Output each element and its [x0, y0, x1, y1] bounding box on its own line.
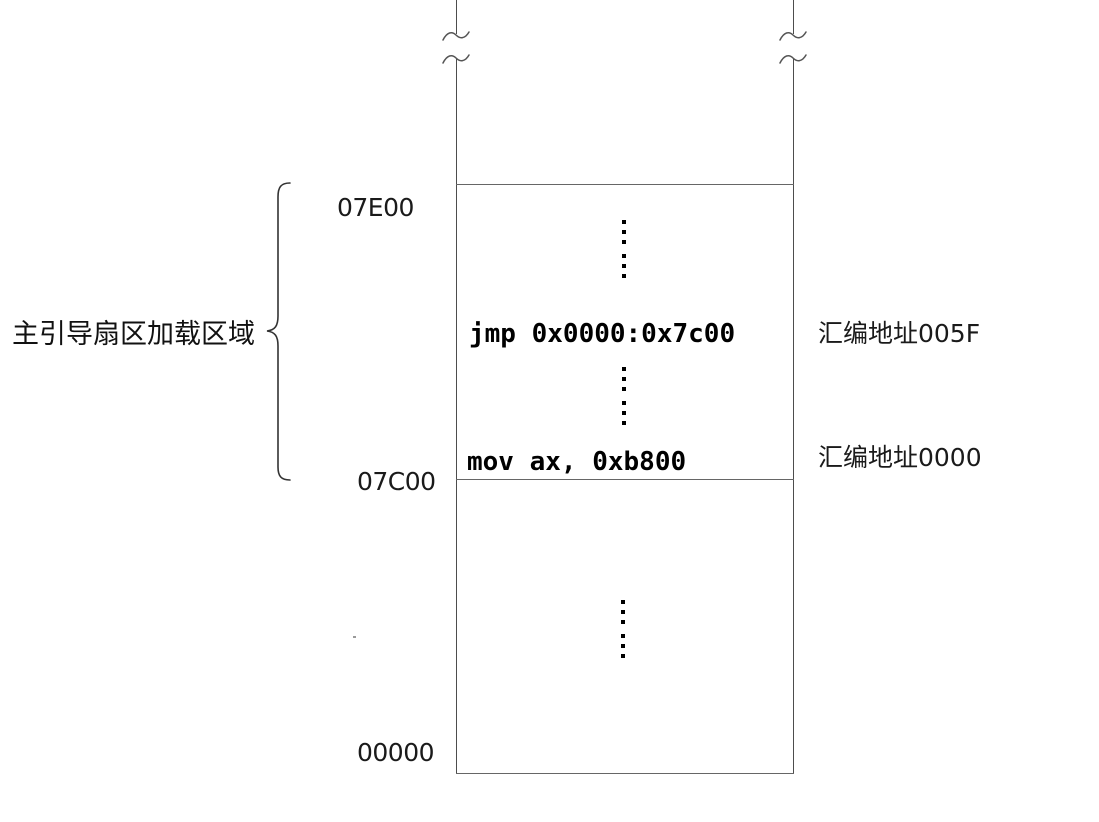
- memory-column-right-edge: [793, 58, 794, 773]
- ellipsis-dot-group: [622, 401, 626, 425]
- address-boundary-line-07e00: [456, 184, 794, 185]
- vertical-ellipsis-icon: [622, 367, 626, 425]
- region-label: 主引导扇区加载区域: [12, 319, 255, 350]
- address-label-07c00: 07C00: [357, 467, 436, 496]
- vertical-ellipsis-icon: [621, 600, 625, 658]
- annotation-asm-address-005f: 汇编地址005F: [818, 319, 981, 348]
- ellipsis-dot-group: [621, 634, 625, 658]
- annotation-asm-address-0000: 汇编地址0000: [818, 443, 982, 472]
- tilde-break-icon: [779, 52, 807, 66]
- region-brace: [263, 181, 293, 481]
- instruction-mov: mov ax, 0xb800: [467, 447, 687, 477]
- memory-column-left-edge: [456, 58, 457, 773]
- stray-dot: [353, 636, 356, 638]
- ellipsis-dot-group: [621, 600, 625, 624]
- tilde-break-icon: [442, 29, 470, 43]
- vertical-ellipsis-icon: [622, 220, 626, 278]
- address-label-00000: 00000: [357, 738, 435, 767]
- ellipsis-dot-group: [622, 220, 626, 244]
- address-boundary-line-07c00: [456, 479, 794, 480]
- tilde-break-icon: [442, 52, 470, 66]
- address-boundary-line-00000: [456, 773, 794, 774]
- ellipsis-dot-group: [622, 254, 626, 278]
- ellipsis-dot-group: [622, 367, 626, 391]
- memory-column-right-edge-top: [793, 0, 794, 34]
- instruction-jmp: jmp 0x0000:0x7c00: [469, 319, 736, 349]
- address-label-07e00: 07E00: [337, 193, 414, 222]
- tilde-break-icon: [779, 29, 807, 43]
- memory-column-left-edge-top: [456, 0, 457, 34]
